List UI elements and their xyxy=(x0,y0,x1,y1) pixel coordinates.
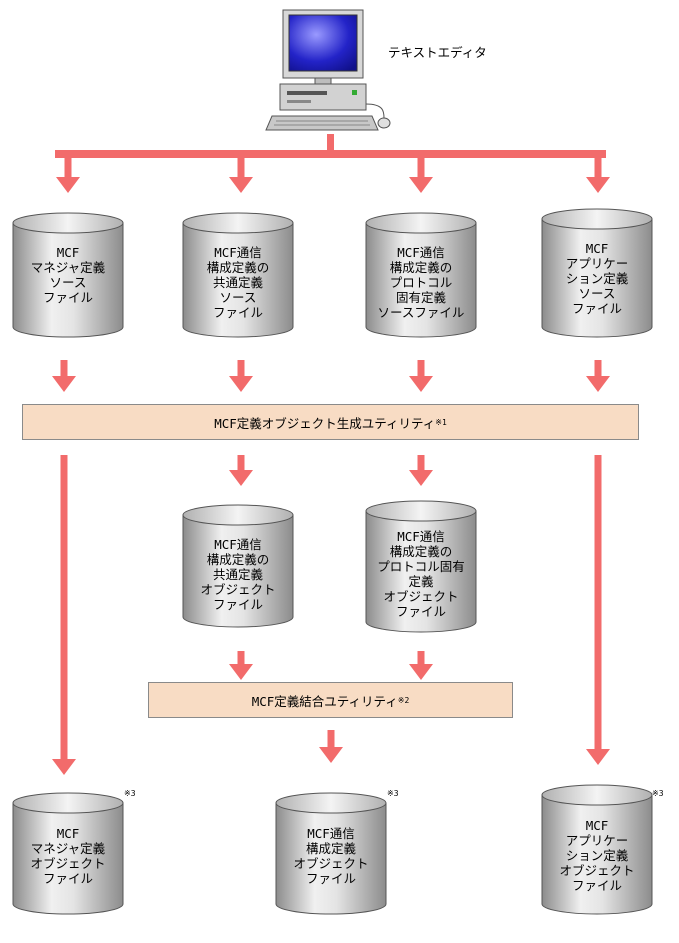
arrow-common-to-utility1 xyxy=(229,360,253,392)
source-file-label-application: MCF アプリケー ション定義 ソース ファイル xyxy=(565,241,629,316)
flow-arrows xyxy=(52,134,610,775)
output-note-communication: ※3 xyxy=(387,789,399,798)
cylinder-source-application xyxy=(541,208,653,338)
arrow-common-object-to-utility2 xyxy=(229,651,253,680)
object-generation-utility-label: MCF定義オブジェクト生成ユティリティ xyxy=(214,415,436,431)
arrow-utility1-to-protocol-object xyxy=(409,455,433,486)
output-note-manager: ※3 xyxy=(124,789,136,798)
intermediate-file-label-common: MCF通信 構成定義の 共通定義 オブジェクト ファイル xyxy=(200,537,276,612)
cylinder-source-protocol xyxy=(365,212,477,338)
source-file-label-protocol: MCF通信 構成定義の プロトコル 固有定義 ソースファイル xyxy=(377,245,465,320)
utility2-note: ※2 xyxy=(397,695,410,705)
arrow-to-source-manager xyxy=(56,150,80,193)
cylinder-intermediate-common xyxy=(182,504,294,628)
arrow-to-source-common xyxy=(229,150,253,193)
output-file-label-communication: MCF通信 構成定義 オブジェクト ファイル xyxy=(293,826,369,886)
definition-join-utility-label: MCF定義結合ユティリティ xyxy=(251,693,398,709)
computer-icon xyxy=(265,9,391,131)
arrow-utility1-to-common-object xyxy=(229,455,253,486)
cylinder-intermediate-protocol xyxy=(365,500,477,633)
intermediate-file-label-protocol: MCF通信 構成定義の プロトコル固有 定義 オブジェクト ファイル xyxy=(377,529,465,619)
source-file-label-common: MCF通信 構成定義の 共通定義 ソース ファイル xyxy=(206,245,270,320)
cylinder-source-common xyxy=(182,212,294,338)
arrow-utility2-to-communication-output xyxy=(319,730,343,763)
output-note-application: ※3 xyxy=(652,789,664,798)
cylinder-output-communication xyxy=(275,792,387,915)
distribution-bus xyxy=(55,134,606,158)
arrow-application-to-utility1 xyxy=(586,360,610,392)
arrow-utility1-to-application-output xyxy=(586,455,610,765)
output-file-label-application: MCF アプリケー ション定義 オブジェクト ファイル xyxy=(559,818,635,893)
arrow-to-source-protocol xyxy=(409,150,433,193)
cylinder-output-manager xyxy=(12,792,124,915)
object-generation-utility-box: MCF定義オブジェクト生成ユティリティ※1 xyxy=(22,404,639,440)
arrow-to-source-application xyxy=(586,150,610,193)
source-file-label-manager: MCF マネジャ定義 ソース ファイル xyxy=(30,245,106,305)
arrow-utility1-to-manager-output xyxy=(52,455,76,775)
utility1-note: ※1 xyxy=(435,417,447,427)
computer-label: テキストエディタ xyxy=(388,45,487,60)
file-cylinders xyxy=(12,208,653,915)
arrow-protocol-object-to-utility2 xyxy=(409,651,433,680)
cylinder-source-manager xyxy=(12,212,124,338)
cylinder-output-application xyxy=(541,784,653,915)
arrow-protocol-to-utility1 xyxy=(409,360,433,392)
arrow-manager-to-utility1 xyxy=(52,360,76,392)
output-file-label-manager: MCF マネジャ定義 オブジェクト ファイル xyxy=(30,826,106,886)
definition-join-utility-box: MCF定義結合ユティリティ※2 xyxy=(148,682,513,718)
